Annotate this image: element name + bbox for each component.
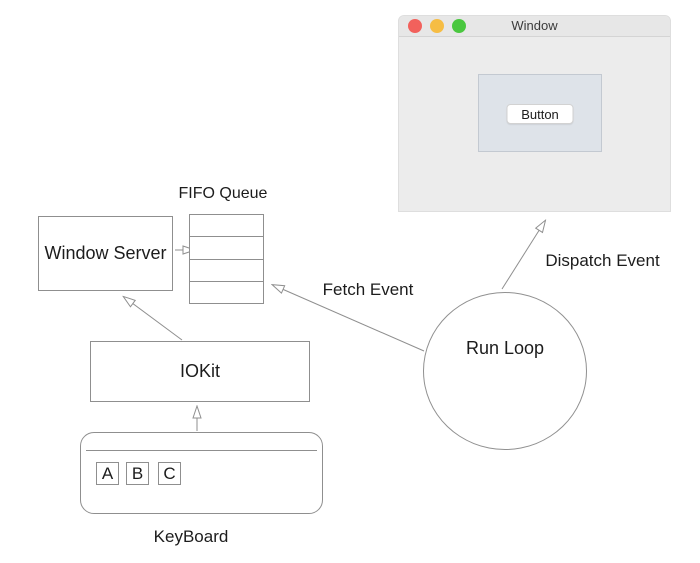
keyboard-node: A B C: [80, 432, 323, 514]
run-loop-node: Run Loop: [423, 292, 587, 450]
window-server-node: Window Server: [38, 216, 173, 291]
keyboard-caption: KeyBoard: [153, 527, 229, 546]
mock-button[interactable]: Button: [506, 104, 574, 124]
key-a: A: [96, 462, 119, 485]
close-button[interactable]: [408, 19, 422, 33]
run-loop-label: Run Loop: [465, 337, 545, 358]
queue-slot: [190, 236, 263, 258]
iokit-label: IOKit: [179, 361, 220, 381]
dispatch-event-label: Dispatch Event: [545, 251, 660, 270]
window-content-panel: Button: [478, 74, 602, 152]
key-b: B: [126, 462, 149, 485]
window-titlebar: Window: [399, 16, 670, 37]
queue-slot: [190, 258, 263, 281]
window-title: Window: [511, 18, 558, 33]
zoom-button[interactable]: [452, 19, 466, 33]
queue-slot: [190, 280, 263, 303]
key-c: C: [158, 462, 181, 485]
minimize-button[interactable]: [430, 19, 444, 33]
keyboard-divider: [86, 450, 317, 451]
fetch-event-label: Fetch Event: [322, 280, 414, 299]
fifo-queue-title: FIFO Queue: [178, 185, 268, 202]
queue-slot: [190, 215, 263, 236]
window-server-label: Window Server: [44, 243, 167, 263]
arrow-dispatch-event: [501, 221, 545, 290]
mock-app-window: Window Button: [398, 15, 671, 212]
iokit-node: IOKit: [90, 341, 310, 402]
fifo-queue: [189, 214, 264, 304]
arrow-iokit-to-window-server: [124, 297, 183, 341]
